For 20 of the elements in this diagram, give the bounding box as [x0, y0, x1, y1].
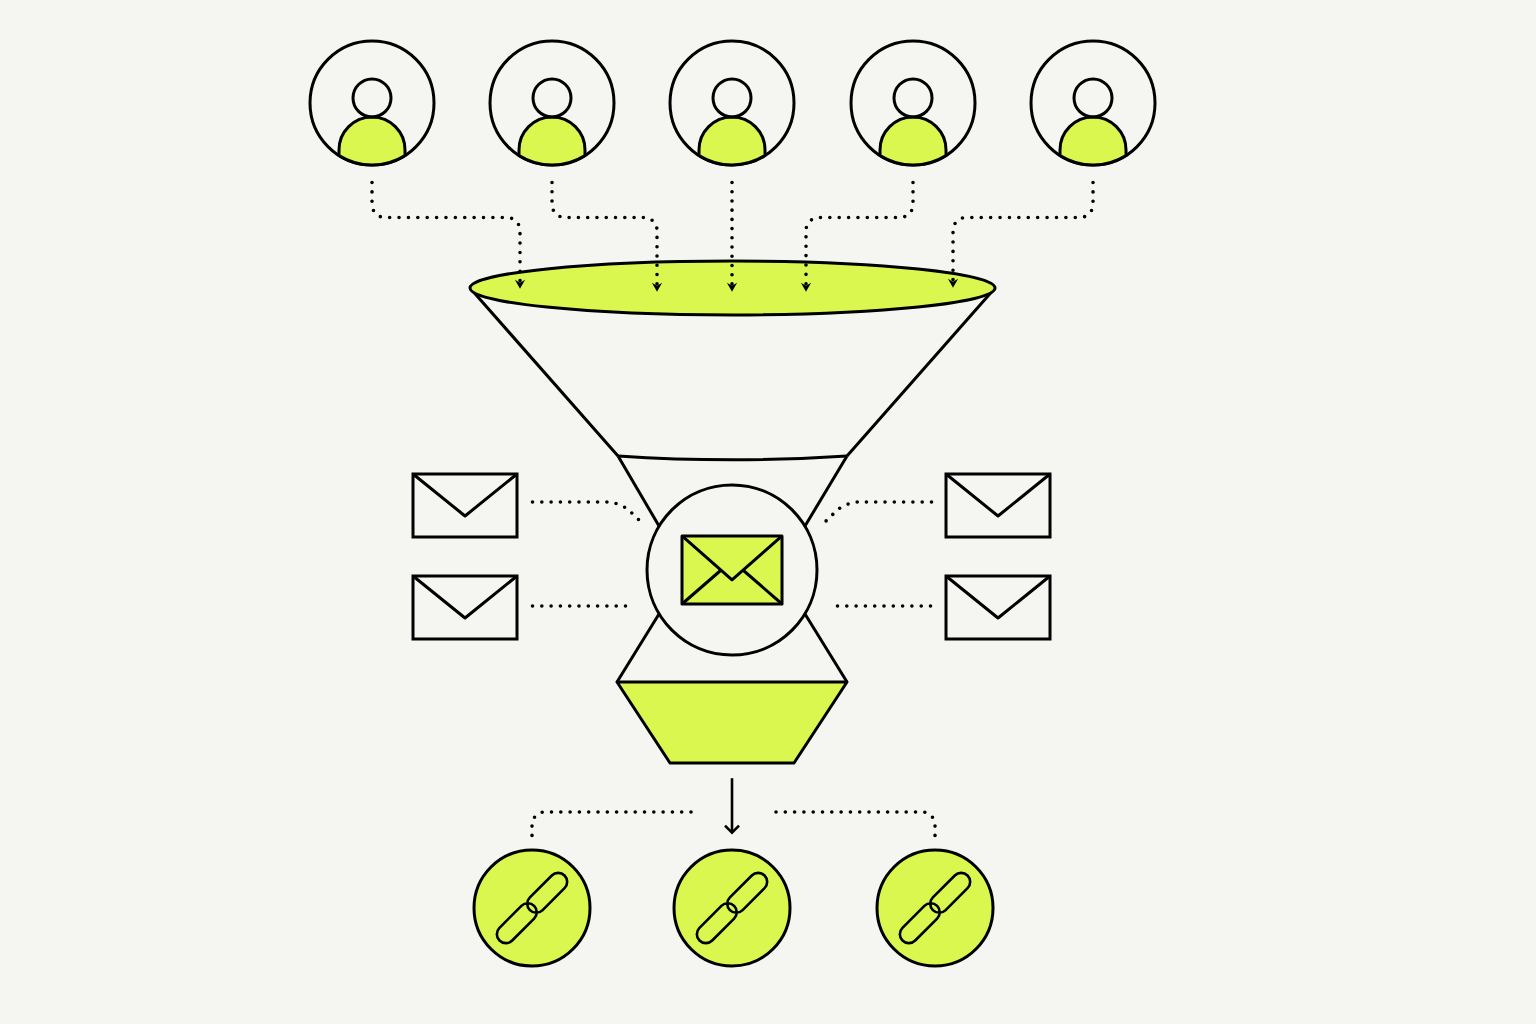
avatar-circle [488, 39, 616, 167]
envelope [944, 472, 1052, 539]
funnel [468, 259, 997, 462]
dotted-line [530, 500, 642, 523]
dotted-line [774, 810, 937, 839]
envelope [411, 472, 519, 539]
link-circle [875, 848, 995, 968]
avatar-circle [308, 39, 436, 167]
envelope [411, 574, 519, 641]
envelope [944, 574, 1052, 641]
avatar-circle [1029, 39, 1157, 167]
avatar-circle [849, 39, 977, 167]
arrow [724, 778, 740, 835]
link-circle [672, 848, 792, 968]
dotted-line [530, 810, 693, 839]
dotted-line [530, 604, 629, 608]
funnel-base [615, 680, 849, 765]
dotted-line [834, 604, 933, 608]
dotted-line [824, 500, 934, 523]
link-circle [472, 848, 592, 968]
